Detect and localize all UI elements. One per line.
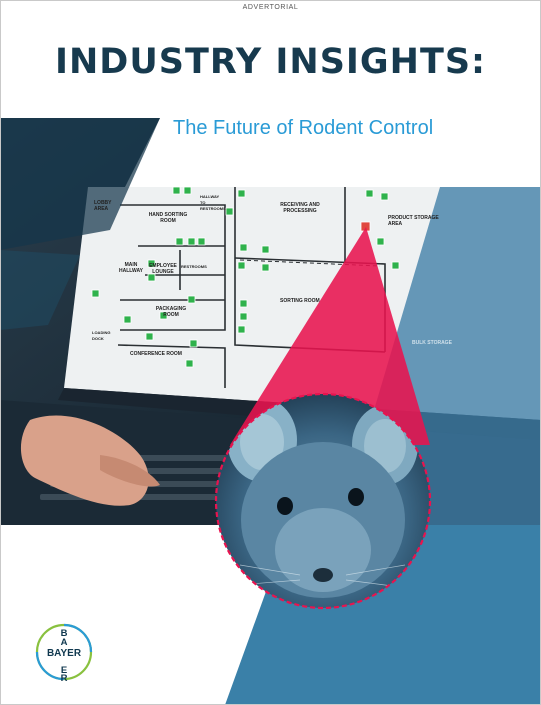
logo-letter: E: [61, 665, 67, 676]
room-label: HAND SORTING ROOM: [148, 212, 188, 224]
logo-letter: R: [61, 673, 68, 682]
advertorial-label: ADVERTORIAL: [242, 4, 299, 11]
room-label: BULK STORAGE: [412, 340, 452, 346]
room-label: SORTING ROOM: [280, 298, 320, 304]
cover-subtitle: The Future of Rodent Control: [173, 117, 434, 139]
room-label: EMPLOYEE LOUNGE: [149, 263, 177, 275]
cover-title: INDUSTRY INSIGHTS:: [54, 42, 487, 82]
room-label: MAIN HALLWAY: [119, 262, 143, 274]
floorplan-walls: [117, 187, 386, 388]
room-label: RECEIVING AND PROCESSING: [280, 202, 320, 214]
room-label: PACKAGING ROOM: [155, 306, 187, 318]
detection-beam: [230, 227, 430, 445]
room-label: CONFERENCE ROOM: [130, 351, 182, 357]
room-label: LOBBY AREA: [94, 200, 112, 212]
logo-wordmark: BAYER: [47, 648, 82, 659]
room-label: LOADING DOCK: [92, 330, 111, 341]
logo-letter: A: [61, 637, 68, 648]
trap-markers: [91, 186, 400, 368]
room-label: PRODUCT STORAGE AREA: [388, 215, 439, 227]
bayer-logo: B A E R BAYER: [35, 623, 93, 682]
room-label: HALLWAY TO RESTROOMS: [200, 194, 226, 211]
room-label: RESTROOMS: [181, 264, 207, 269]
rat-circle-border: [214, 392, 432, 610]
logo-letter: B: [61, 628, 68, 639]
